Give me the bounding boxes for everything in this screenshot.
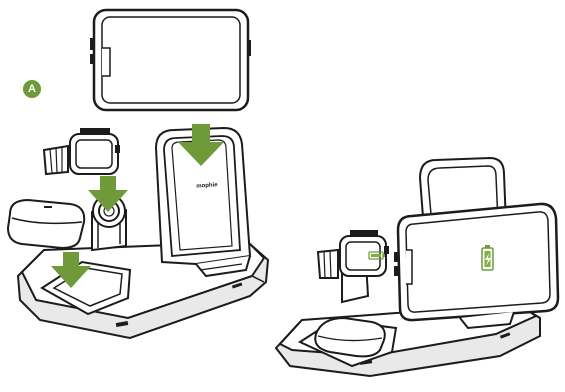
assembled-view [276,158,558,376]
watch-icon [44,128,120,174]
step-badge: A [23,80,41,98]
phone-icon [394,204,558,328]
assembly-view [8,10,268,338]
earbuds-case-icon [8,200,84,248]
phone-icon [90,10,251,110]
